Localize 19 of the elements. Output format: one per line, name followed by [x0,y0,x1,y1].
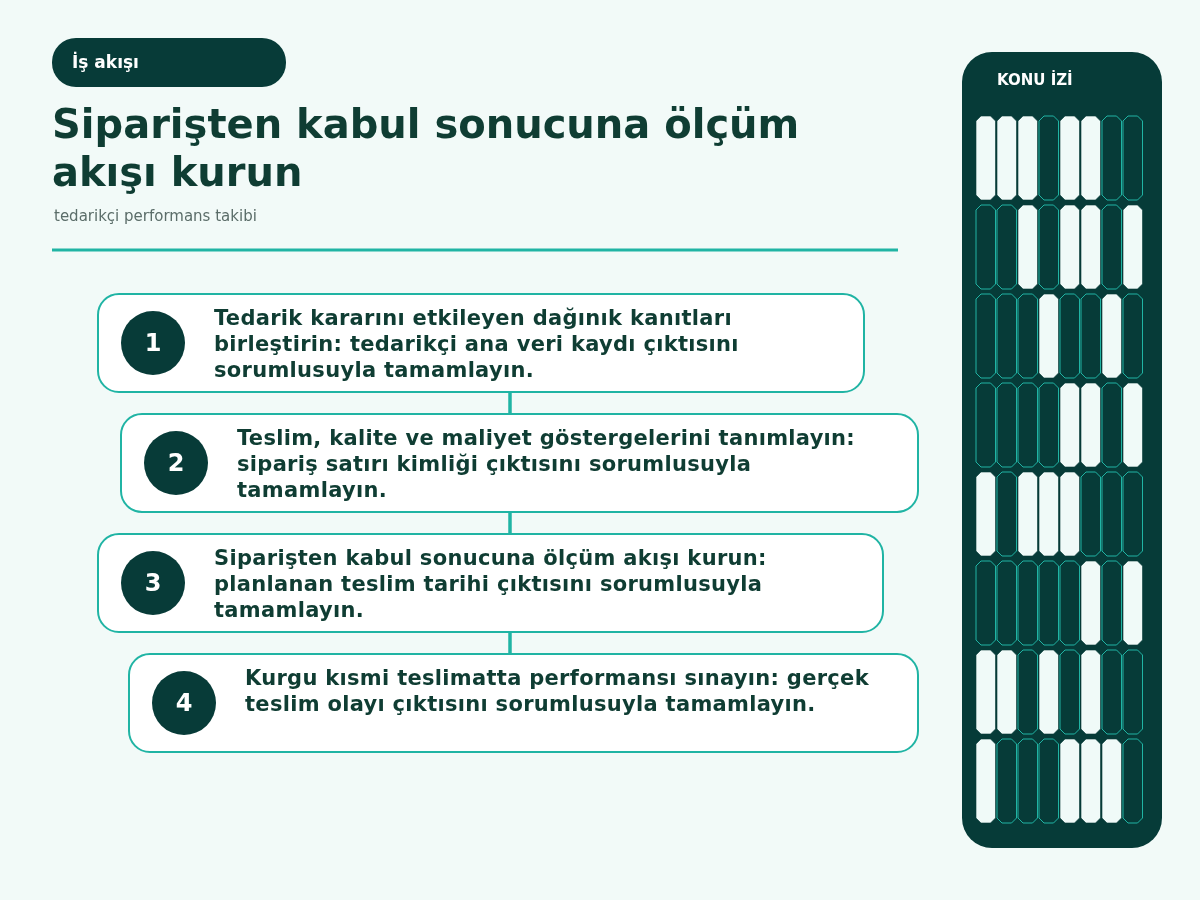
step-card [120,413,919,513]
step-card [97,293,865,393]
step-description: Tedarik kararını etkileyen dağınık kanıtları birleştirin: tedarikçi ana veri kaydı çıktısını sorumlusuyla tamamlayın. [214,305,740,383]
step-description: Kurgu kısmi teslimatta performansı sınayın: gerçek teslim olayı çıktısını sorumlusuyla tamamlayın. [245,665,870,717]
title: Siparişten kabul sonucuna ölçüm akışı kurun [52,100,801,196]
connector-line [508,513,512,533]
step-number-circle: 1 [121,311,185,375]
panel-heading: KONU İZİ [997,71,1073,89]
step-number-circle: 4 [152,671,216,735]
step-card [128,653,919,753]
step-card [97,533,884,633]
step-number-circle: 2 [144,431,208,495]
connector-line [508,633,512,653]
connector-line [508,393,512,413]
section-tag: İş akışı [52,38,286,87]
step-description: Teslim, kalite ve maliyet göstergelerini tanımlayın: sipariş satırı kimliği çıktısını sorumlusuyla tamamlayın. [237,425,857,503]
subtitle: tedarikçi performans takibi [54,207,257,225]
step-description: Siparişten kabul sonucuna ölçüm akışı kurun: planlanan teslim tarihi çıktısını sorumlusuyla tamamlayın. [214,545,768,623]
step-number-circle: 3 [121,551,185,615]
